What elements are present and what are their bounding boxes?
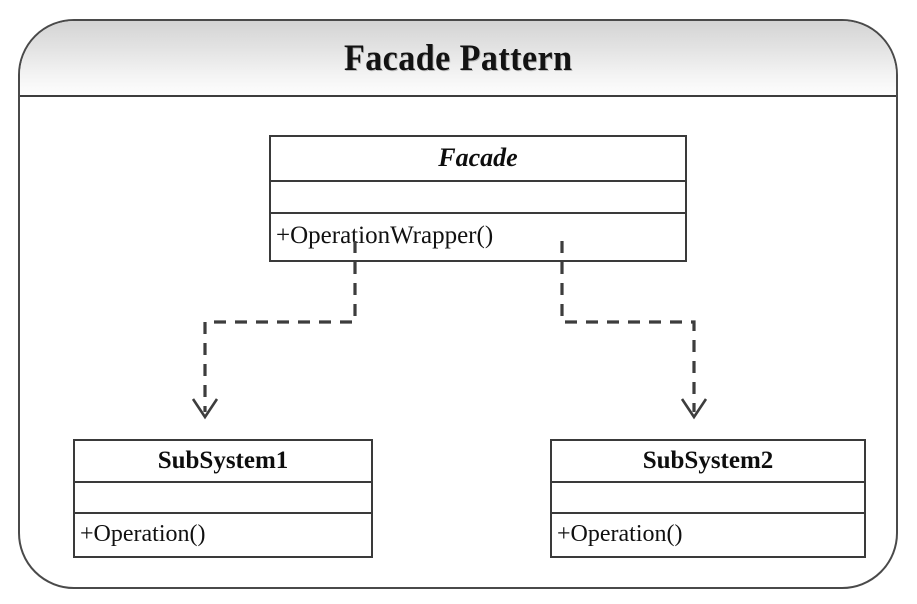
uml-attributes-subsystem2	[552, 483, 864, 514]
pattern-header: Facade Pattern	[20, 21, 896, 97]
uml-class-subsystem2[interactable]: SubSystem2 +Operation()	[550, 439, 866, 558]
uml-operation-subsystem2-0: +Operation()	[557, 521, 683, 547]
uml-class-name-facade: Facade	[271, 137, 685, 182]
uml-class-subsystem1[interactable]: SubSystem1 +Operation()	[73, 439, 373, 558]
uml-class-name-subsystem2: SubSystem2	[552, 441, 864, 483]
uml-class-facade[interactable]: Facade +OperationWrapper()	[269, 135, 687, 262]
pattern-title: Facade Pattern	[343, 37, 573, 79]
uml-operation-subsystem1-0: +Operation()	[80, 521, 206, 547]
uml-attributes-subsystem1	[75, 483, 371, 514]
pattern-frame: Facade Pattern Facade +OperationWrapper(…	[18, 19, 898, 589]
uml-attributes-facade	[271, 182, 685, 214]
uml-class-name-subsystem1: SubSystem1	[75, 441, 371, 483]
uml-operation-facade-0: +OperationWrapper()	[276, 222, 494, 249]
